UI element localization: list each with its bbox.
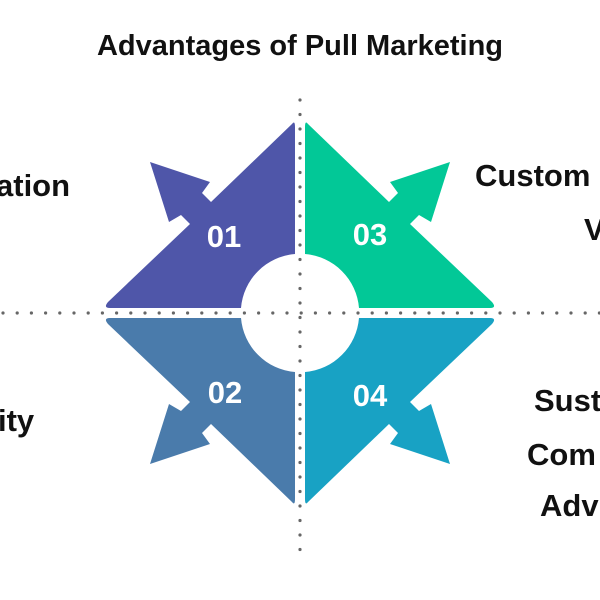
label-bottom-right-line3: Adv (540, 488, 599, 523)
dot (342, 311, 346, 315)
dot (298, 286, 302, 291)
quadrant-02-number: 02 (208, 375, 242, 410)
dot (413, 311, 417, 315)
dot (298, 359, 302, 363)
dot (298, 547, 302, 552)
quadrant-03-number: 03 (353, 217, 387, 252)
dot (370, 311, 374, 315)
dot (555, 311, 559, 315)
dot (569, 311, 573, 315)
label-bottom-right-line2: Com (527, 437, 596, 472)
dot (470, 311, 474, 315)
dot (597, 311, 600, 315)
dotted-axis-lines (1, 98, 600, 552)
dot (44, 311, 48, 315)
dot (298, 475, 302, 479)
dot (285, 311, 289, 315)
dot (298, 330, 302, 334)
quadrant-01-number: 01 (207, 219, 241, 254)
dot (298, 518, 302, 523)
dot (455, 311, 459, 315)
label-top-right-line1: Custom (475, 158, 591, 193)
quadrant-03-arrow (305, 122, 495, 308)
dot (186, 311, 190, 315)
dot (298, 112, 302, 117)
dot (298, 402, 302, 407)
dot (298, 185, 302, 189)
dot (72, 311, 76, 315)
dot (484, 311, 488, 315)
quadrant-04-arrow (305, 318, 495, 504)
dot (299, 311, 303, 315)
dot (298, 489, 302, 494)
label-bottom-left: ity (0, 403, 35, 438)
dot (298, 388, 302, 392)
dot (356, 311, 360, 315)
dot (86, 311, 90, 315)
label-top-right-line2: V (584, 212, 600, 247)
dot (298, 301, 302, 305)
dot (100, 311, 104, 315)
dot (441, 311, 445, 315)
dot (298, 228, 302, 233)
dot (298, 98, 302, 102)
dot (214, 311, 218, 315)
dot (171, 311, 175, 315)
dot (58, 311, 62, 315)
dot (298, 373, 302, 378)
quadrant-01-arrow (105, 122, 296, 308)
diagram-title: Advantages of Pull Marketing (96, 30, 504, 62)
dot (200, 311, 204, 315)
dot (298, 417, 302, 421)
dot (328, 311, 332, 315)
dot (298, 344, 302, 349)
dot (257, 311, 261, 315)
dot (298, 156, 302, 160)
dot (115, 311, 119, 315)
dot (29, 311, 33, 315)
dot (242, 311, 246, 315)
dot (1, 311, 5, 315)
dot (498, 311, 502, 315)
dot (384, 311, 388, 315)
dot (313, 311, 317, 315)
dot (298, 315, 302, 320)
dot (298, 257, 302, 262)
quadrant-04-number: 04 (353, 378, 388, 413)
dot (583, 311, 587, 315)
dot (129, 311, 133, 315)
dot (298, 460, 302, 465)
dot (298, 533, 302, 537)
dot (298, 141, 302, 146)
label-top-left: ation (0, 168, 71, 203)
dot (228, 311, 232, 315)
dot (298, 504, 302, 508)
dot (427, 311, 431, 315)
dot (399, 311, 403, 315)
dot (143, 311, 147, 315)
dot (526, 311, 531, 315)
dot (298, 170, 302, 175)
dot (512, 311, 516, 315)
dot (298, 446, 302, 450)
label-bottom-right-line1: Sust (534, 383, 600, 418)
dot (298, 127, 302, 131)
dot (15, 311, 19, 315)
quadrant-02-arrow (105, 318, 296, 504)
dot (298, 214, 302, 218)
dot (298, 272, 302, 276)
dot (157, 311, 161, 315)
dot (298, 431, 302, 436)
dot (298, 243, 302, 247)
dot (271, 311, 275, 315)
dot (298, 199, 302, 204)
dot (541, 311, 545, 315)
